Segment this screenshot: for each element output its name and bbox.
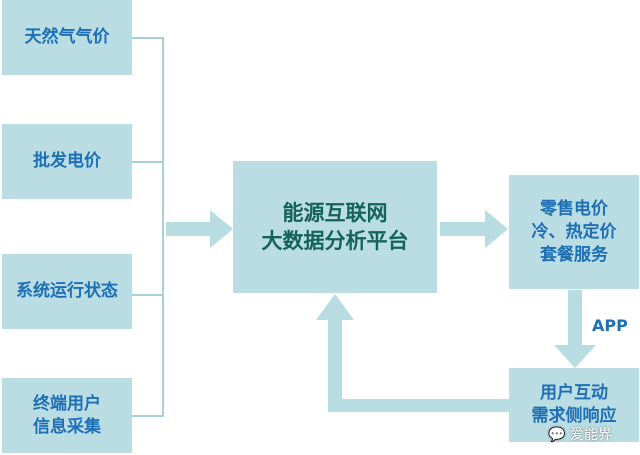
input-box-gas-price: 天然气气价 [2, 0, 132, 75]
user-info-label-1: 终端用户 [33, 393, 101, 414]
watermark: 💬 爱能界 [548, 424, 612, 444]
connector-1 [132, 37, 164, 39]
connector-4 [132, 415, 164, 417]
input-box-user-info: 终端用户 信息采集 [2, 378, 132, 453]
interaction-box: 用户互动 需求侧响应 [509, 368, 639, 442]
retail-line-1: 零售电价 [540, 198, 608, 219]
connector-3 [132, 294, 164, 296]
platform-line-1: 能源互联网 [282, 201, 388, 225]
wholesale-price-label: 批发电价 [33, 151, 101, 171]
system-status-label: 系统运行状态 [16, 281, 118, 301]
retail-line-3: 套餐服务 [540, 244, 608, 265]
app-label: APP [592, 316, 628, 335]
connector-2 [132, 161, 164, 163]
arrow-inputs-to-platform [166, 210, 233, 248]
retail-box: 零售电价 冷、热定价 套餐服务 [509, 175, 639, 289]
interaction-line-2: 需求侧响应 [531, 406, 617, 426]
watermark-text: 爱能界 [569, 427, 612, 443]
wechat-icon: 💬 [548, 427, 566, 443]
gas-price-label: 天然气气价 [24, 27, 110, 47]
arrow-interaction-to-platform [316, 294, 509, 412]
arrow-platform-to-retail [440, 210, 508, 248]
retail-line-2: 冷、热定价 [531, 221, 617, 242]
input-box-system-status: 系统运行状态 [2, 254, 132, 329]
interaction-line-1: 用户互动 [540, 383, 608, 403]
user-info-label-2: 信息采集 [33, 416, 101, 437]
connector-vertical [162, 37, 164, 417]
arrow-retail-to-interaction [554, 290, 596, 368]
platform-line-2: 大数据分析平台 [261, 229, 409, 253]
input-box-wholesale-price: 批发电价 [2, 124, 132, 199]
platform-box: 能源互联网 大数据分析平台 [233, 161, 437, 293]
